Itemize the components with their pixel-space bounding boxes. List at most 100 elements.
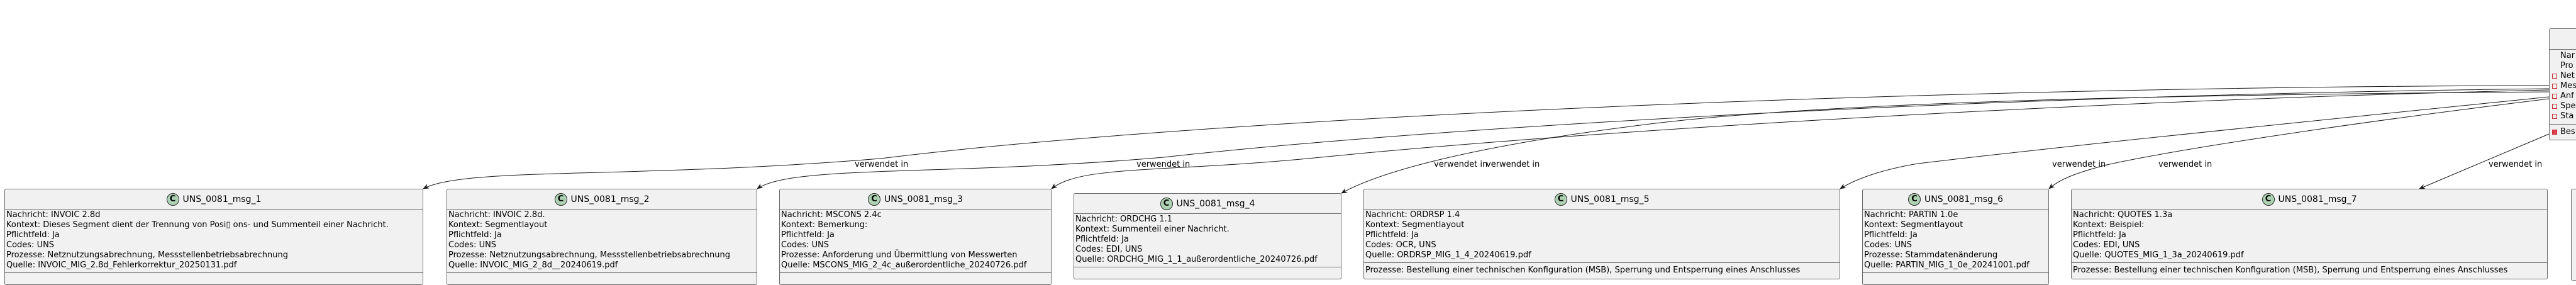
edge-msg-5 xyxy=(1840,96,2550,189)
field-name: Nar xyxy=(2560,51,2575,60)
field-name: Net xyxy=(2560,71,2575,81)
class-header: C UNS_0081_msg_4 xyxy=(1074,194,1341,214)
empty-section xyxy=(1074,267,1341,279)
field-line: Quelle: PARTIN_MIG_1_0e_20241001.pdf xyxy=(1864,260,2029,270)
field-line: Quelle: MSCONS_MIG_2_4c_außerordentliche… xyxy=(781,260,1027,270)
class-c-icon: C xyxy=(166,193,179,206)
private-field-icon xyxy=(2552,74,2557,79)
field-line: Quelle: QUOTES_MIG_1_3a_20240619.pdf xyxy=(2073,250,2244,260)
field-line: Pflichtfeld: Ja xyxy=(6,230,60,240)
field-name: Sta xyxy=(2560,111,2574,121)
class-c-icon: C xyxy=(1908,193,1921,206)
main-class-fields: Nar Pro Net Mes Anf Spe Sta xyxy=(2550,50,2576,125)
field-line: Quelle: ORDCHG_MIG_1_1_außerordentliche_… xyxy=(1075,255,1318,264)
private-field-icon xyxy=(2552,94,2557,99)
main-class-box[interactable]: Nar Pro Net Mes Anf Spe Sta Bes xyxy=(2549,28,2576,140)
field-line: Quelle: INVOIC_MIG_2.8d_Fehlerkorrektur_… xyxy=(6,260,237,270)
class-header: C UNS_0081_msg_6 xyxy=(1863,189,2048,210)
field-row: Anf xyxy=(2550,91,2576,101)
edge-msg-1 xyxy=(423,85,2550,189)
class-title: UNS_0081_msg_7 xyxy=(2278,194,2357,204)
field-line: Prozesse: Anforderung und Übermittlung v… xyxy=(781,250,1018,260)
field-line: Kontext: Beispiel: xyxy=(2073,220,2145,230)
field-line: Codes: UNS xyxy=(781,240,830,250)
field-line: Pflichtfeld: Ja xyxy=(1365,230,1419,240)
field-name: Anf xyxy=(2560,91,2574,101)
field-line: Nachricht: INVOIC 2.8d xyxy=(6,210,101,220)
edge-label: verwendet in xyxy=(1136,160,1191,169)
private-field-icon xyxy=(2552,84,2557,89)
edge-label: verwendet in xyxy=(2052,160,2106,169)
edge-label: verwendet in xyxy=(855,160,909,169)
field-line: Quelle: INVOIC_MIG_2_8d__20240619.pdf xyxy=(448,260,618,270)
field-line: Nachricht: QUOTES 1.3a xyxy=(2073,210,2173,220)
empty-section xyxy=(1863,273,2048,284)
class-title: UNS_0081_msg_5 xyxy=(1570,194,1650,204)
field-name: Pro xyxy=(2560,61,2573,70)
field-row: Nar xyxy=(2550,51,2576,61)
field-line: Pflichtfeld: Ja xyxy=(1864,230,1918,240)
field-line: Prozesse: Netznutzungsabrechnung, Messst… xyxy=(6,250,288,260)
field-line: Codes: UNS xyxy=(1864,240,1913,250)
field-line: Nachricht: ORDCHG 1.1 xyxy=(1075,215,1173,224)
edge-msg-2 xyxy=(757,88,2550,189)
edge-label: verwendet in xyxy=(2158,160,2212,169)
class-box-msg-2[interactable]: C UNS_0081_msg_2 Nachricht: INVOIC 2.8d.… xyxy=(447,189,757,285)
field-line: Nachricht: INVOIC 2.8d. xyxy=(448,210,545,220)
main-class-methods: Bes xyxy=(2550,125,2576,140)
no-icon xyxy=(2552,64,2557,69)
class-title: UNS_0081_msg_3 xyxy=(884,194,963,204)
field-line: Kontext: Bemerkung: xyxy=(781,220,868,230)
class-c-icon: C xyxy=(1160,197,1173,210)
field-line: Codes: EDI, UNS xyxy=(2073,240,2140,250)
private-field-icon xyxy=(2552,104,2557,109)
edge-label: verwendet in xyxy=(1434,160,1488,169)
field-line: Pflichtfeld: Ja xyxy=(448,230,502,240)
class-c-icon: C xyxy=(2262,193,2275,206)
field-line: Nachricht: ORDRSP 1.4 xyxy=(1365,210,1460,220)
field-line: Kontext: Summenteil einer Nachricht. xyxy=(1075,225,1230,234)
main-class-header xyxy=(2550,29,2576,50)
empty-section xyxy=(447,273,757,284)
class-c-icon: C xyxy=(554,193,567,206)
field-line: Prozesse: Netznutzungsabrechnung, Messst… xyxy=(448,250,730,260)
field-row: Sta xyxy=(2550,111,2576,121)
method-row: Bes xyxy=(2550,127,2576,137)
field-line: Codes: EDI, UNS xyxy=(1075,245,1143,254)
edge-msg-4 xyxy=(1341,91,2550,194)
class-c-icon: C xyxy=(1554,193,1567,206)
method-line: Prozesse: Bestellung einer technischen K… xyxy=(1365,265,1801,275)
field-row: Mes xyxy=(2550,81,2576,91)
class-header: C UNS_0081_msg_2 xyxy=(447,189,757,210)
field-line: Kontext: Segmentlayout xyxy=(1864,220,1963,230)
field-line: Kontext: Segmentlayout xyxy=(1365,220,1465,230)
field-name: Mes xyxy=(2560,81,2576,91)
class-header: C UNS_0081_msg_3 xyxy=(780,189,1051,210)
method-line: Prozesse: Bestellung einer technischen K… xyxy=(2073,265,2508,275)
field-line: Nachricht: MSCONS 2.4c xyxy=(781,210,882,220)
class-fields: Nachricht: INVOIC 2.8d.Kontext: Segmentl… xyxy=(447,210,757,273)
private-method-icon xyxy=(2552,130,2557,135)
edge-label: verwendet in xyxy=(2489,160,2543,169)
class-title: UNS_0081_msg_2 xyxy=(570,194,650,204)
class-box-partial[interactable] xyxy=(2571,189,2576,281)
field-line: Pflichtfeld: Ja xyxy=(1075,235,1129,244)
no-icon xyxy=(2552,53,2557,59)
field-line: Kontext: Dieses Segment dient der Trennu… xyxy=(6,220,389,230)
method-name: Bes xyxy=(2560,127,2575,137)
class-methods: Prozesse: Bestellung einer technischen K… xyxy=(1364,263,1840,279)
field-row: Spe xyxy=(2550,101,2576,111)
